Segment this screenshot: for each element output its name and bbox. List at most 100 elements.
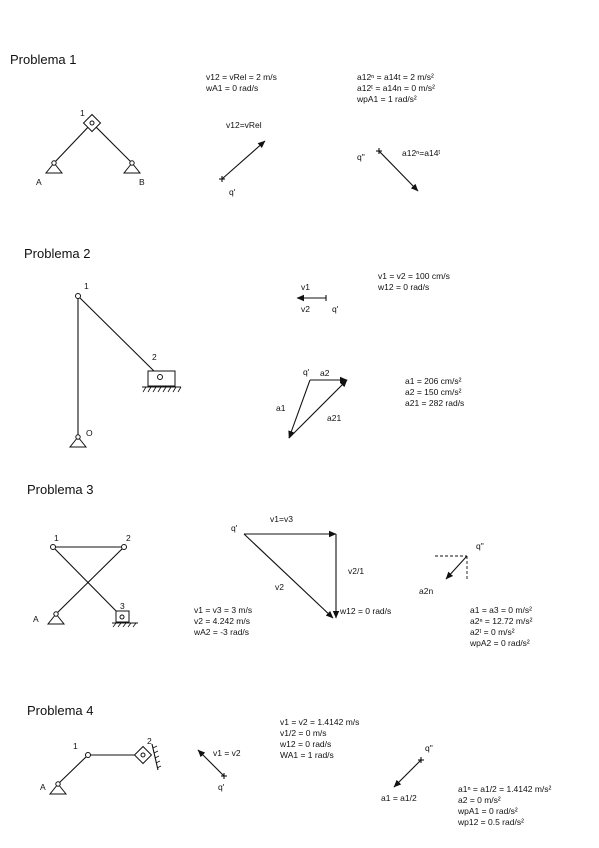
link-a1 — [53, 122, 93, 164]
vector-v1-v2 — [197, 749, 225, 777]
label-v2: v2 — [275, 582, 284, 592]
p1-vel-result-1: v12 = vRel = 2 m/s — [206, 72, 277, 82]
problem-1-title: Problema 1 — [10, 52, 76, 67]
p2-acc-result-2: a2 = 150 cm/s² — [405, 387, 462, 397]
label-joint-1: 1 — [84, 281, 89, 291]
vector-a2n — [445, 555, 468, 580]
label-v1-v3: v1=v3 — [270, 514, 293, 524]
link-a2 — [55, 546, 125, 615]
vector-a1 — [288, 379, 311, 439]
label-v2-1: v2/1 — [348, 566, 364, 576]
p1-acc-result-1: a12ⁿ = a14t = 2 m/s² — [357, 72, 434, 82]
joint-2 — [157, 374, 163, 380]
label-q-prime-3: q' — [231, 523, 238, 533]
ground-support-o — [68, 436, 88, 448]
link-a1 — [57, 754, 89, 785]
accel-polygon-4: q" a1 = a1/2 — [381, 743, 433, 803]
label-v2: v2 — [301, 304, 310, 314]
joint-1 — [89, 120, 95, 126]
joint-1 — [75, 293, 81, 299]
p3-acc-result-4: wpA2 = 0 rad/s² — [469, 638, 530, 648]
problem-3: Problema 3 1 2 3 A q' v1=v3 — [27, 482, 533, 648]
label-w12: w12 = 0 rad/s — [339, 606, 391, 616]
mechanism-3: 1 2 3 A — [33, 533, 138, 628]
label-joint-3: 3 — [120, 601, 125, 611]
vector-a12n — [378, 150, 419, 192]
p4-vel-result-1: v1 = v2 = 1.4142 m/s — [280, 717, 359, 727]
label-q-prime-2: q' — [332, 304, 339, 314]
label-joint-2: 2 — [152, 352, 157, 362]
p3-acc-result-2: a2ⁿ = 12.72 m/s² — [470, 616, 533, 626]
p4-acc-result-1: a1ⁿ = a1/2 = 1.4142 m/s² — [458, 784, 552, 794]
label-a12n-a14t: a12ⁿ=a14ᵗ — [402, 148, 440, 158]
p4-vel-result-4: WA1 = 1 rad/s — [280, 750, 334, 760]
p4-vel-result-2: v1/2 = 0 m/s — [280, 728, 327, 738]
ground-support-b — [122, 162, 142, 174]
label-joint-1: 1 — [73, 741, 78, 751]
vector-v12 — [221, 140, 266, 180]
joint-3 — [119, 614, 125, 620]
problem-2-title: Problema 2 — [24, 246, 90, 261]
ground-hatch-3 — [112, 622, 137, 628]
p2-vel-result-1: v1 = v2 = 100 cm/s — [378, 271, 450, 281]
mechanism-4: 1 2 A — [40, 736, 162, 795]
velocity-polygon-1: v12=vRel q' — [219, 120, 266, 197]
mechanism-1: 1 A B — [36, 108, 145, 187]
joint-1 — [50, 544, 56, 550]
problem-4: Problema 4 1 2 A v1 = v2 q' — [27, 703, 552, 827]
label-joint-1: 1 — [54, 533, 59, 543]
label-a1: a1 — [276, 403, 286, 413]
label-a: A — [36, 177, 42, 187]
label-q-prime-1: q' — [229, 187, 236, 197]
p4-acc-result-3: wpA1 = 0 rad/s² — [457, 806, 518, 816]
label-v1: v1 — [301, 282, 310, 292]
label-q-double-prime-4: q" — [425, 743, 433, 753]
label-a2: a2 — [320, 368, 330, 378]
pivot-a — [53, 611, 59, 617]
pivot-b — [129, 160, 135, 166]
joint-2 — [140, 752, 146, 758]
pivot-a — [55, 781, 61, 787]
velocity-polygon-2: v1 v2 q' — [296, 282, 339, 314]
link-13 — [52, 546, 123, 618]
label-a2n: a2n — [419, 586, 433, 596]
p3-vel-result-3: wA2 = -3 rad/s — [193, 627, 249, 637]
vector-v2 — [243, 533, 334, 619]
label-q-prime-4: q' — [218, 782, 225, 792]
vector-a1 — [393, 759, 422, 788]
label-a1-a12: a1 = a1/2 — [381, 793, 417, 803]
problem-4-title: Problema 4 — [27, 703, 93, 718]
label-b: B — [139, 177, 145, 187]
pivot-a — [51, 160, 57, 166]
ground-support-a — [48, 783, 68, 795]
link-1b — [91, 122, 133, 164]
p3-acc-result-1: a1 = a3 = 0 m/s² — [470, 605, 532, 615]
joint-1 — [85, 752, 91, 758]
p3-vel-result-1: v1 = v3 = 3 m/s — [194, 605, 252, 615]
p2-acc-result-1: a1 = 206 cm/s² — [405, 376, 462, 386]
mechanism-2: 1 2 O — [68, 281, 182, 448]
label-v12-vrel: v12=vRel — [226, 120, 262, 130]
p1-vel-result-2: wA1 = 0 rad/s — [205, 83, 258, 93]
label-a: A — [33, 614, 39, 624]
problem-1: Problema 1 1 A B v12=vRel q' q" — [10, 52, 440, 197]
ground-support-a — [46, 613, 66, 625]
p1-acc-result-3: wpA1 = 1 rad/s² — [356, 94, 417, 104]
p4-acc-result-4: wp12 = 0.5 rad/s² — [457, 817, 524, 827]
ground-line-4 — [151, 743, 159, 771]
pivot-o — [75, 434, 81, 440]
label-q-double-prime-1: q" — [357, 152, 365, 162]
label-v1-v2: v1 = v2 — [213, 748, 241, 758]
label-joint-1: 1 — [80, 108, 85, 118]
label-a21: a21 — [327, 413, 341, 423]
label-q-double-prime-3: q" — [476, 541, 484, 551]
joint-2 — [121, 544, 127, 550]
accel-polygon-2: q' a2 a1 a21 — [276, 367, 348, 439]
label-a: A — [40, 782, 46, 792]
velocity-polygon-4: v1 = v2 q' — [197, 748, 241, 792]
p2-acc-result-3: a21 = 282 rad/s — [405, 398, 464, 408]
ground-hatch-2 — [142, 386, 182, 393]
label-o: O — [86, 428, 93, 438]
